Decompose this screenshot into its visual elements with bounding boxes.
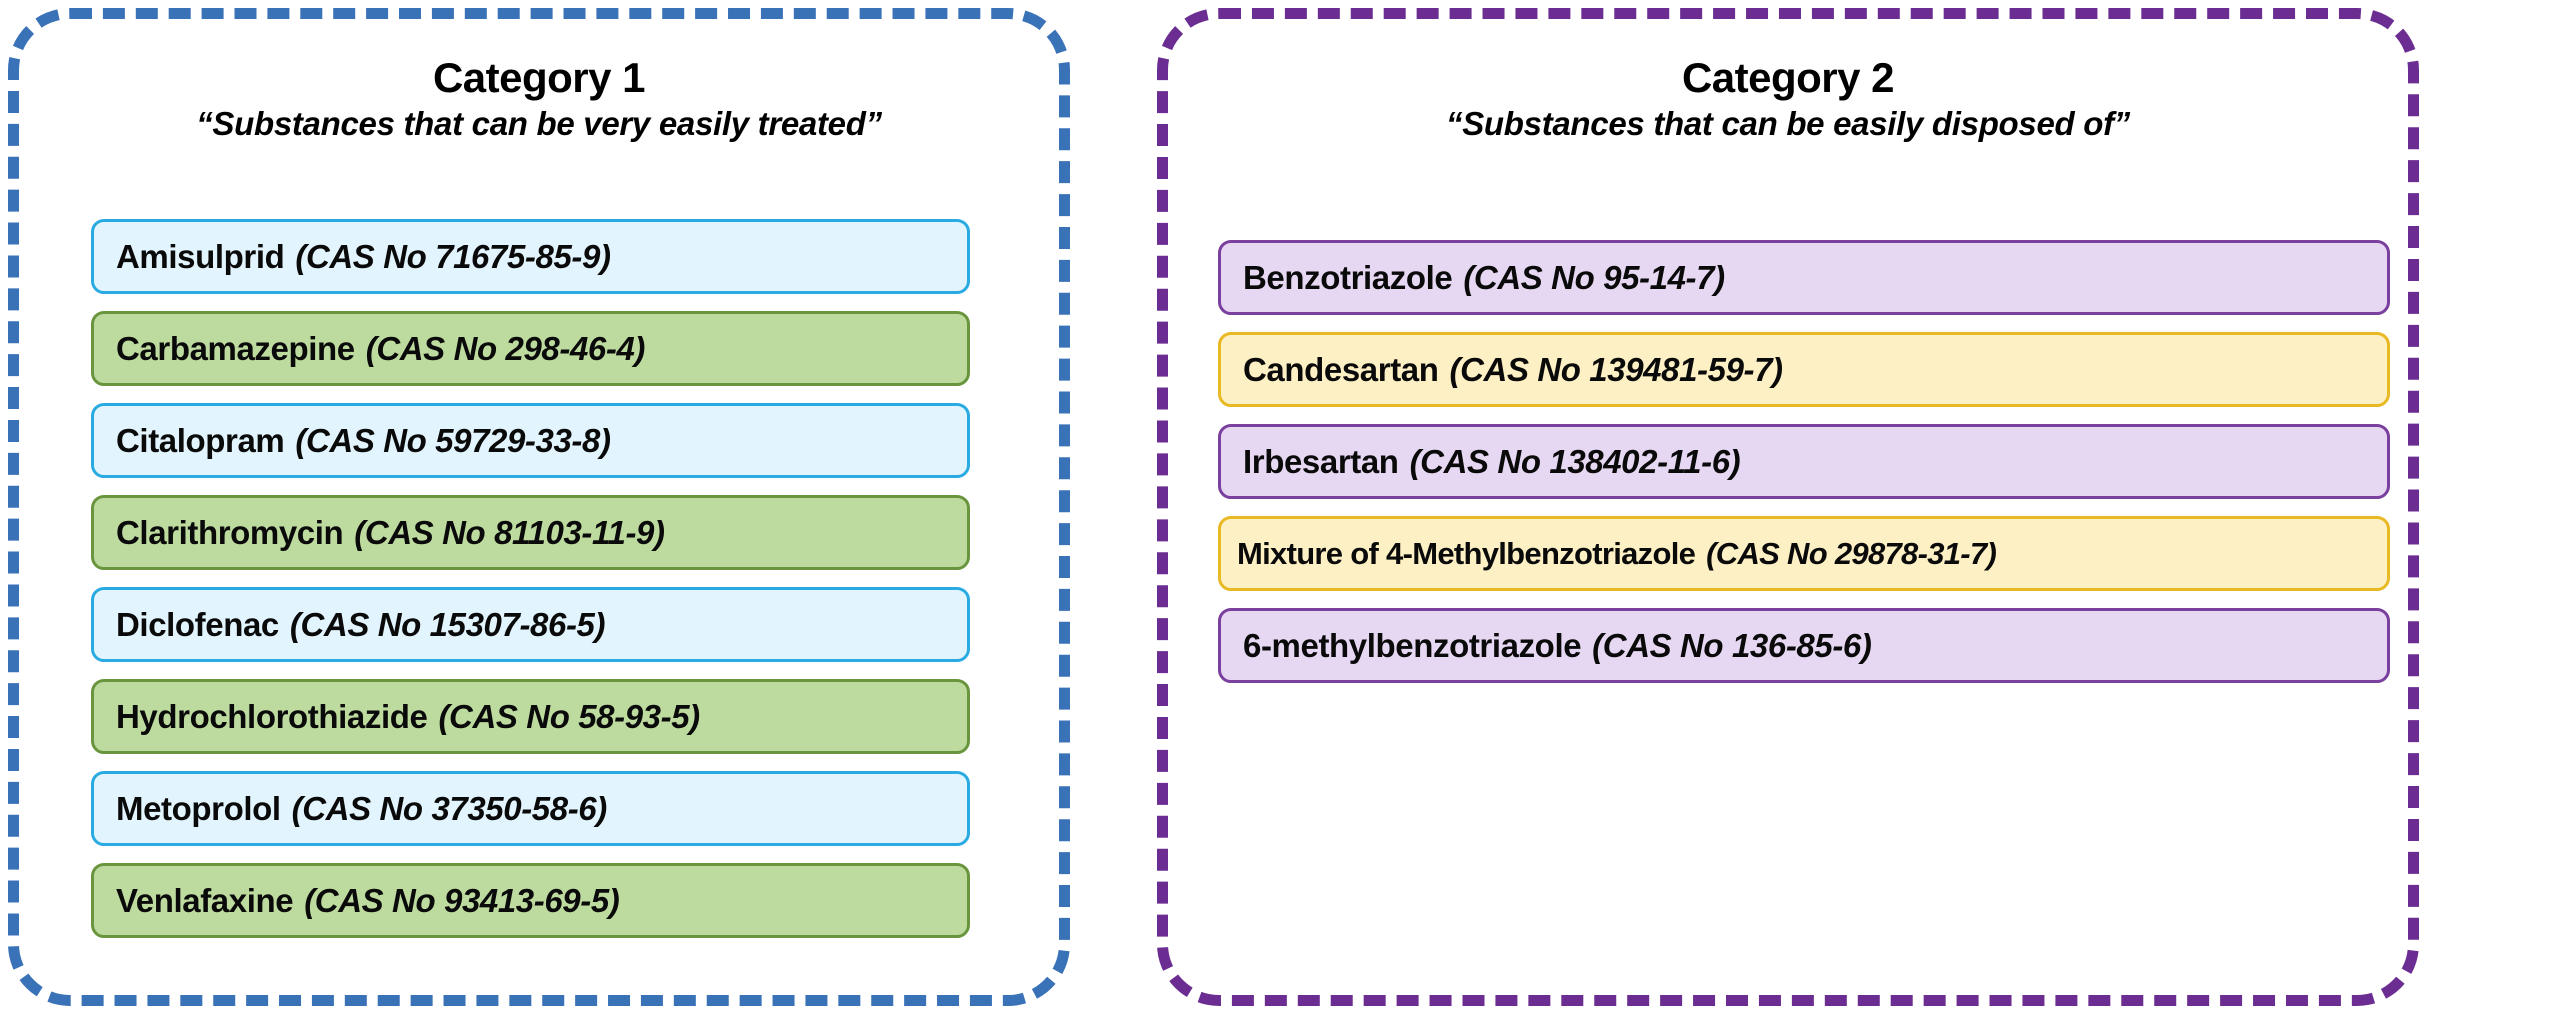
substance-name: Benzotriazole	[1243, 258, 1453, 296]
substance-name: Venlafaxine	[116, 881, 294, 919]
substance-cas-number: (CAS No 93413-69-5)	[304, 881, 620, 919]
category-2-substance-list: Benzotriazole (CAS No 95-14-7) Candesart…	[1218, 240, 2390, 683]
substance-name: Candesartan	[1243, 350, 1439, 388]
substance-name: Carbamazepine	[116, 329, 355, 367]
substance-cas-number: (CAS No 29878-31-7)	[1706, 535, 1997, 571]
substance-pill[interactable]: Metoprolol (CAS No 37350-58-6)	[91, 771, 970, 846]
substance-cas-number: (CAS No 95-14-7)	[1463, 258, 1725, 296]
category-2-box: Category 2 “Substances that can be easil…	[1157, 8, 2419, 1006]
substance-name: Irbesartan	[1243, 442, 1399, 480]
substance-pill[interactable]: Candesartan (CAS No 139481-59-7)	[1218, 332, 2390, 407]
substance-cas-number: (CAS No 139481-59-7)	[1449, 350, 1784, 388]
substance-name: 6-methylbenzotriazole	[1243, 626, 1582, 664]
substance-cas-number: (CAS No 298-46-4)	[365, 329, 646, 367]
category-1-title: Category 1	[432, 54, 646, 101]
category-2-subtitle: “Substances that can be easily disposed …	[1446, 105, 2130, 143]
substance-cas-number: (CAS No 59729-33-8)	[295, 421, 611, 459]
category-1-substance-list: Amisulprid (CAS No 71675-85-9) Carbamaze…	[91, 219, 970, 938]
category-1-subtitle: “Substances that can be very easily trea…	[196, 105, 882, 143]
substance-pill[interactable]: Benzotriazole (CAS No 95-14-7)	[1218, 240, 2390, 315]
substance-cas-number: (CAS No 37350-58-6)	[291, 789, 608, 827]
substance-name: Clarithromycin	[116, 513, 344, 551]
substance-name: Metoprolol	[116, 789, 281, 827]
substance-pill[interactable]: Venlafaxine (CAS No 93413-69-5)	[91, 863, 970, 938]
category-2-title: Category 2	[1681, 54, 1895, 101]
substance-name: Mixture of 4-Methylbenzotriazole	[1237, 535, 1696, 571]
category-2-header: Category 2 “Substances that can be easil…	[1168, 55, 2408, 143]
substance-name: Amisulprid	[116, 237, 285, 275]
substance-pill[interactable]: Hydrochlorothiazide (CAS No 58-93-5)	[91, 679, 970, 754]
substance-cas-number: (CAS No 15307-86-5)	[289, 605, 606, 643]
substance-pill[interactable]: Carbamazepine (CAS No 298-46-4)	[91, 311, 970, 386]
substance-cas-number: (CAS No 71675-85-9)	[295, 237, 611, 275]
substance-pill[interactable]: Mixture of 4-Methylbenzotriazole (CAS No…	[1218, 516, 2390, 591]
substance-cas-number: (CAS No 81103-11-9)	[354, 513, 665, 551]
substance-cas-number: (CAS No 136-85-6)	[1592, 626, 1872, 664]
substance-cas-number: (CAS No 58-93-5)	[438, 697, 700, 735]
substance-cas-number: (CAS No 138402-11-6)	[1409, 442, 1741, 480]
substance-pill[interactable]: Citalopram (CAS No 59729-33-8)	[91, 403, 970, 478]
substance-pill[interactable]: Clarithromycin (CAS No 81103-11-9)	[91, 495, 970, 570]
substance-name: Diclofenac	[116, 605, 279, 643]
category-1-header: Category 1 “Substances that can be very …	[19, 55, 1059, 143]
substance-pill[interactable]: Irbesartan (CAS No 138402-11-6)	[1218, 424, 2390, 499]
substance-pill[interactable]: Amisulprid (CAS No 71675-85-9)	[91, 219, 970, 294]
substance-pill[interactable]: 6-methylbenzotriazole (CAS No 136-85-6)	[1218, 608, 2390, 683]
substance-pill[interactable]: Diclofenac (CAS No 15307-86-5)	[91, 587, 970, 662]
substance-name: Hydrochlorothiazide	[116, 697, 428, 735]
substance-name: Citalopram	[116, 421, 285, 459]
